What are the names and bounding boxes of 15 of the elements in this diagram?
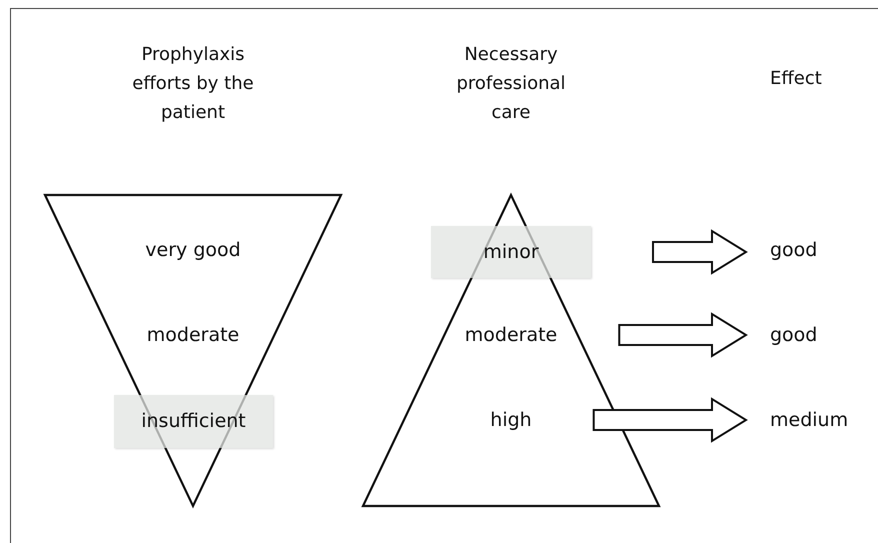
column-heading: Effect <box>770 67 822 91</box>
effect-text: medium <box>770 405 865 435</box>
level-text: moderate <box>386 320 636 350</box>
highlight-label: insufficient <box>114 395 273 448</box>
effect-text: good <box>770 320 850 350</box>
level-text: very good <box>128 235 258 265</box>
column-heading: Necessary professional care <box>455 43 567 125</box>
level-text: high <box>386 405 636 435</box>
column-heading: Prophylaxis efforts by the patient <box>131 43 255 125</box>
block-arrow <box>592 397 748 443</box>
level-text: moderate <box>128 320 258 350</box>
effect-text: good <box>770 235 850 265</box>
block-arrow <box>652 229 748 275</box>
block-arrow <box>618 312 748 358</box>
highlight-label: minor <box>431 226 591 278</box>
